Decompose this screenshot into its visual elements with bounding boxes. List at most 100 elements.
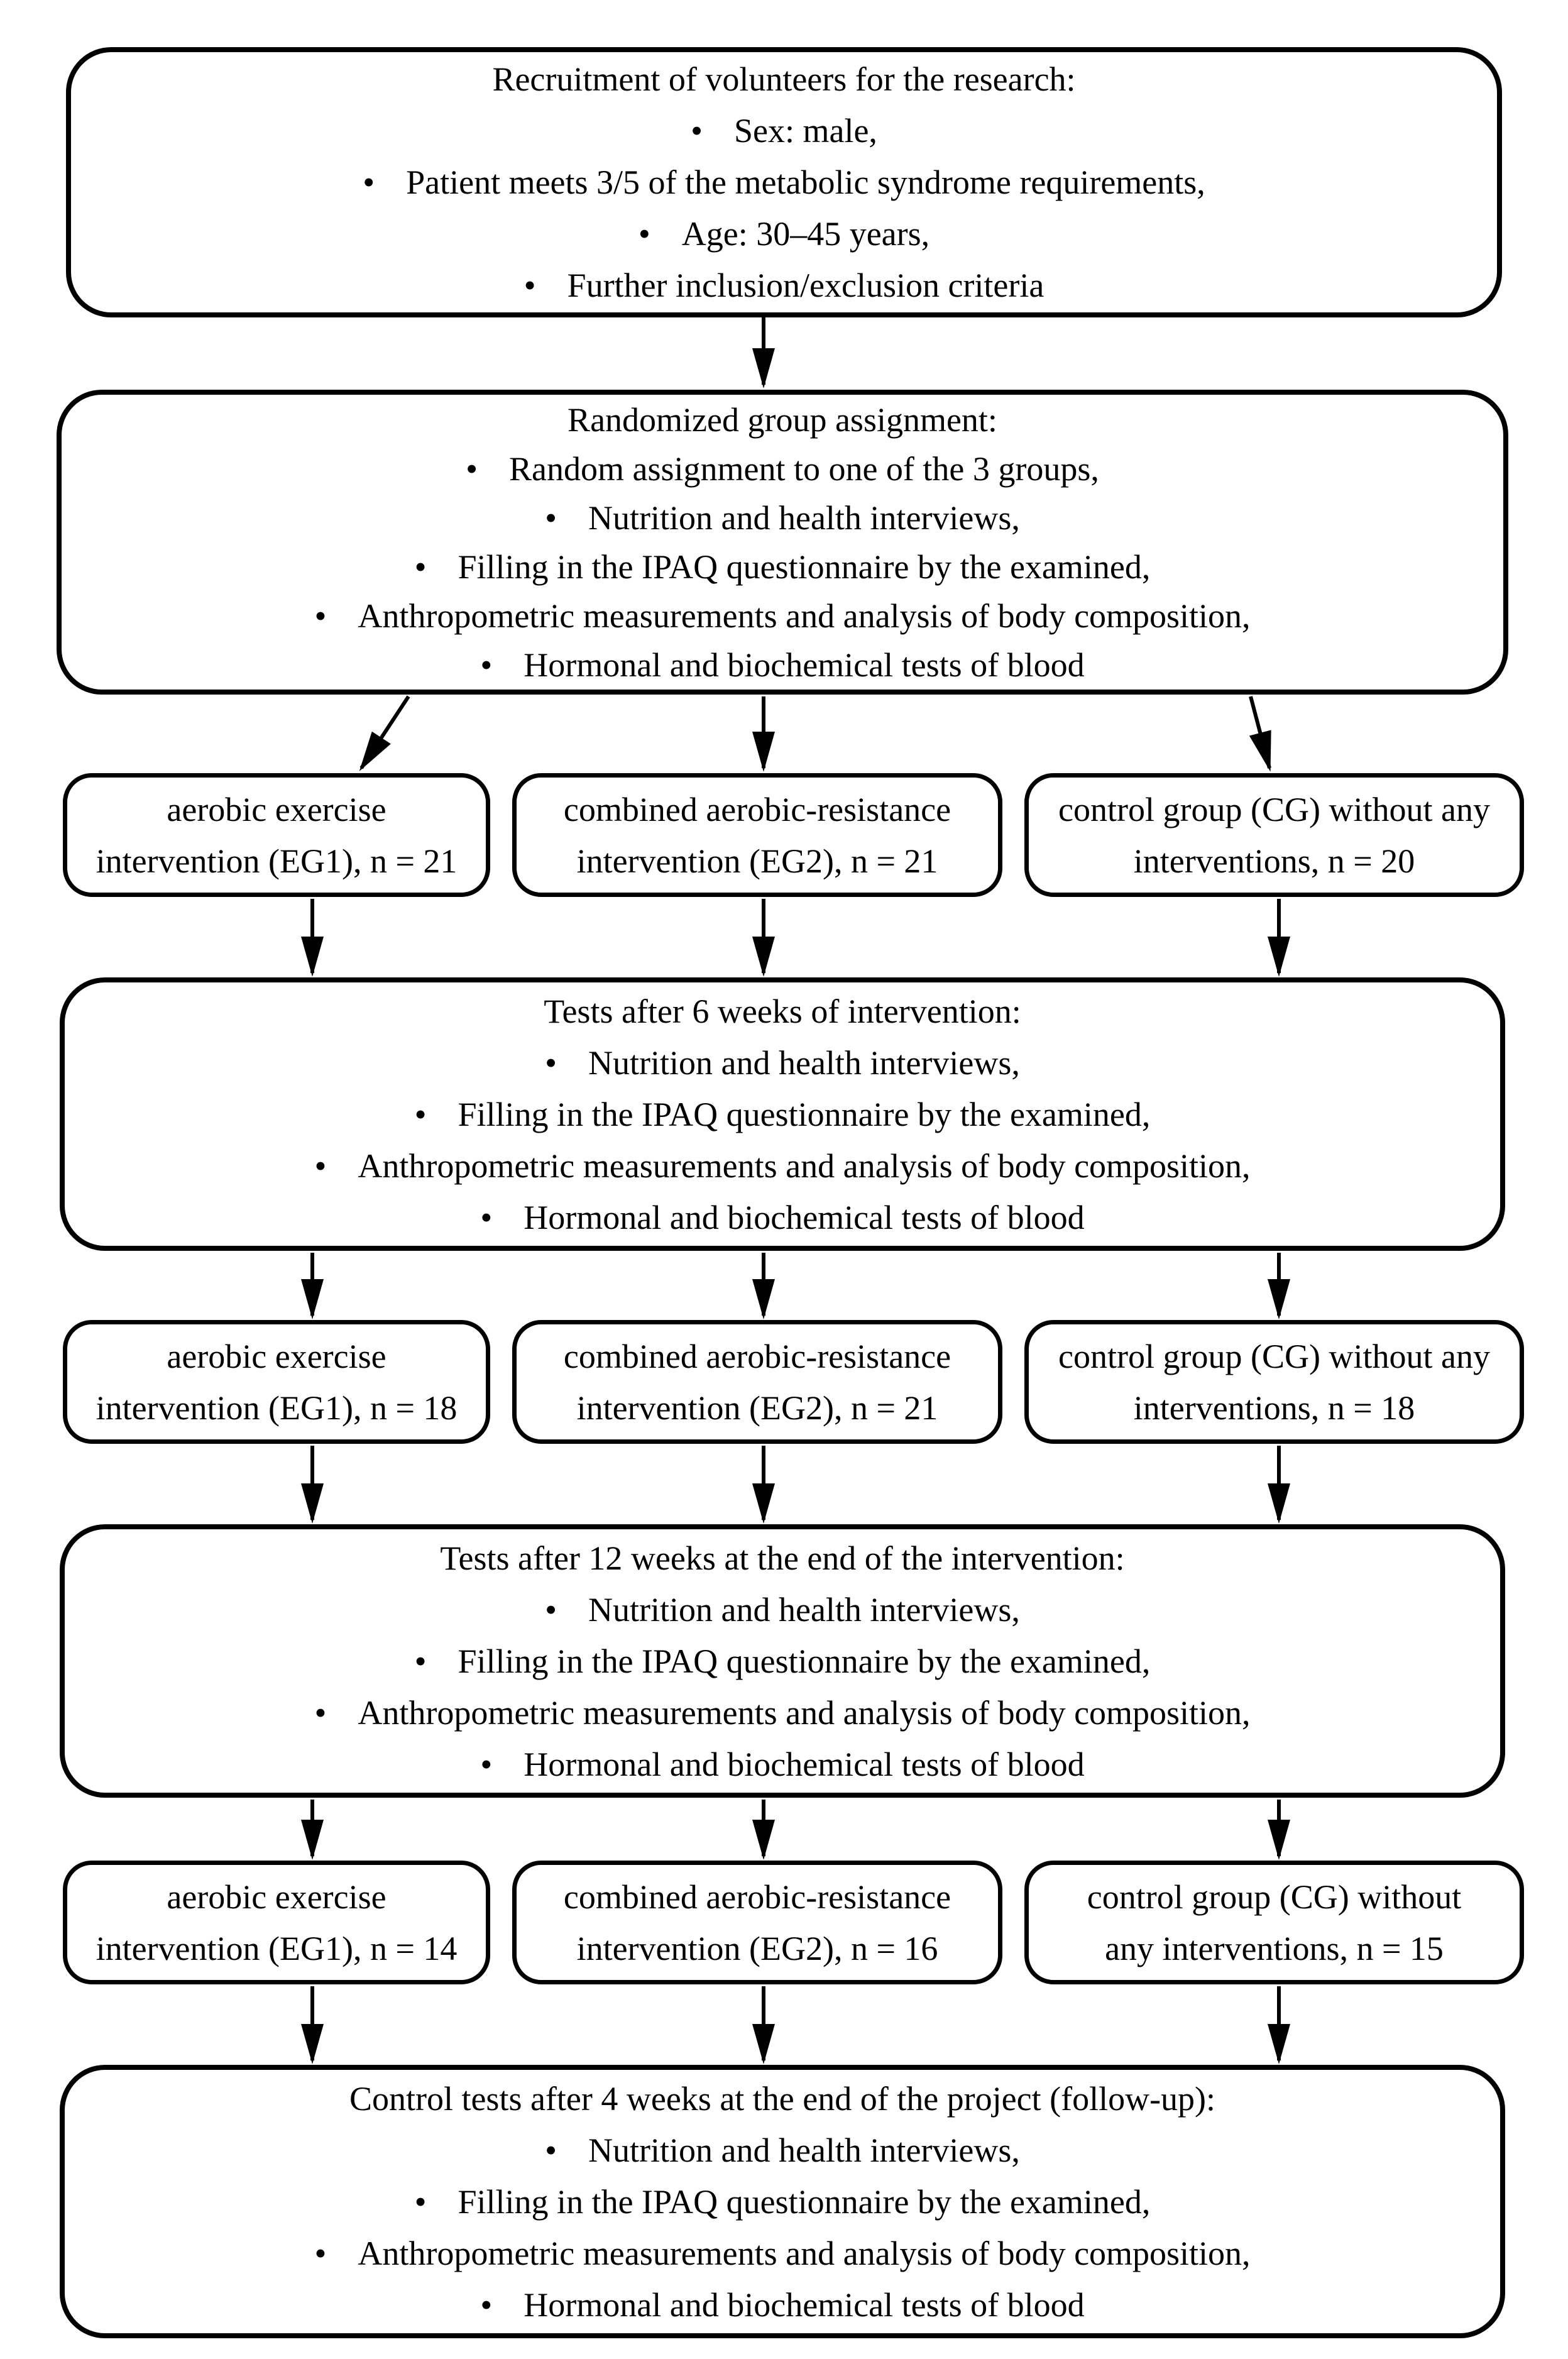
bullet-text: Hormonal and biochemical tests of blood bbox=[524, 1198, 1085, 1236]
group-box-line: aerobic exercise bbox=[167, 1878, 387, 1916]
box-tests-week6: Tests after 6 weeks of intervention: • N… bbox=[60, 977, 1505, 1251]
group-box-eg2-week6: combined aerobic-resistance intervention… bbox=[512, 1320, 1002, 1444]
bullet-dot: • bbox=[314, 1693, 327, 1732]
group-box-line: interventions, n = 18 bbox=[1133, 1388, 1415, 1427]
bullet-dot: • bbox=[480, 1198, 493, 1236]
box-title: Control tests after 4 weeks at the end o… bbox=[349, 2079, 1216, 2118]
group-box-eg1-week12: aerobic exercise intervention (EG1), n =… bbox=[63, 1861, 490, 1984]
bullet-text: Filling in the IPAQ questionnaire by the… bbox=[458, 2182, 1151, 2221]
group-box-line: interventions, n = 20 bbox=[1133, 842, 1415, 880]
bullet-item: • Further inclusion/exclusion criteria bbox=[524, 260, 1044, 311]
bullet-item: • Nutrition and health interviews, bbox=[545, 2125, 1020, 2176]
bullet-item: • Filling in the IPAQ questionnaire by t… bbox=[415, 1089, 1151, 1140]
bullet-dot: • bbox=[414, 1095, 427, 1133]
bullet-dot: • bbox=[314, 2234, 327, 2272]
bullet-dot: • bbox=[314, 1147, 327, 1185]
connector-arrow bbox=[1249, 696, 1271, 772]
bullet-item: • Sex: male, bbox=[691, 105, 877, 157]
bullet-item: • Filling in the IPAQ questionnaire by t… bbox=[415, 542, 1151, 591]
bullet-text: Filling in the IPAQ questionnaire by the… bbox=[458, 547, 1151, 586]
bullet-text: Age: 30–45 years, bbox=[681, 215, 930, 253]
bullet-text: Anthropometric measurements and analysis… bbox=[358, 2234, 1251, 2272]
bullet-text: Hormonal and biochemical tests of blood bbox=[524, 2285, 1085, 2324]
bullet-text: Random assignment to one of the 3 groups… bbox=[509, 449, 1099, 488]
bullet-dot: • bbox=[414, 547, 427, 586]
bullet-item: • Nutrition and health interviews, bbox=[545, 1584, 1020, 1636]
bullet-item: • Random assignment to one of the 3 grou… bbox=[466, 444, 1099, 493]
bullet-text: Anthropometric measurements and analysis… bbox=[358, 597, 1251, 635]
bullet-text: Nutrition and health interviews, bbox=[588, 1590, 1020, 1629]
group-box-line: combined aerobic-resistance bbox=[563, 1337, 951, 1375]
group-box-line: aerobic exercise bbox=[167, 1337, 387, 1375]
bullet-dot: • bbox=[480, 646, 493, 684]
bullet-dot: • bbox=[480, 1745, 493, 1783]
bullet-dot: • bbox=[480, 2285, 493, 2324]
group-box-line: combined aerobic-resistance bbox=[563, 790, 951, 828]
bullet-dot: • bbox=[545, 1043, 557, 1082]
box-title: Randomized group assignment: bbox=[567, 400, 997, 439]
bullet-item: • Anthropometric measurements and analys… bbox=[314, 591, 1250, 641]
bullet-text: Hormonal and biochemical tests of blood bbox=[524, 1745, 1085, 1783]
bullet-item: • Nutrition and health interviews, bbox=[545, 493, 1020, 542]
group-box-line: aerobic exercise bbox=[167, 790, 387, 828]
bullet-text: Anthropometric measurements and analysis… bbox=[358, 1147, 1251, 1185]
group-box-eg2-baseline: combined aerobic-resistance intervention… bbox=[512, 773, 1002, 897]
bullet-item: • Hormonal and biochemical tests of bloo… bbox=[480, 1739, 1084, 1790]
group-box-line: control group (CG) without any bbox=[1058, 1337, 1490, 1375]
bullet-text: Nutrition and health interviews, bbox=[588, 1043, 1020, 1082]
bullet-item: • Hormonal and biochemical tests of bloo… bbox=[480, 1192, 1084, 1243]
box-followup: Control tests after 4 weeks at the end o… bbox=[60, 2065, 1505, 2338]
bullet-dot: • bbox=[314, 597, 327, 635]
bullet-text: Nutrition and health interviews, bbox=[588, 2131, 1020, 2169]
group-box-eg1-week6: aerobic exercise intervention (EG1), n =… bbox=[63, 1320, 490, 1444]
bullet-dot: • bbox=[524, 267, 536, 304]
bullet-dot: • bbox=[545, 2131, 557, 2169]
bullet-text: Further inclusion/exclusion criteria bbox=[567, 267, 1044, 304]
group-box-line: control group (CG) without any bbox=[1058, 790, 1490, 828]
group-box-line: intervention (EG2), n = 21 bbox=[576, 1388, 938, 1427]
box-title: Recruitment of volunteers for the resear… bbox=[492, 60, 1076, 98]
bullet-dot: • bbox=[363, 163, 375, 201]
bullet-item: • Anthropometric measurements and analys… bbox=[314, 1140, 1250, 1192]
box-title: Tests after 12 weeks at the end of the i… bbox=[440, 1539, 1125, 1577]
group-box-line: intervention (EG1), n = 14 bbox=[96, 1929, 458, 1967]
bullet-dot: • bbox=[638, 215, 650, 253]
bullet-text: Patient meets 3/5 of the metabolic syndr… bbox=[406, 163, 1205, 201]
group-box-line: combined aerobic-resistance bbox=[563, 1878, 951, 1916]
group-box-eg2-week12: combined aerobic-resistance intervention… bbox=[512, 1861, 1002, 1984]
bullet-text: Nutrition and health interviews, bbox=[588, 498, 1020, 537]
bullet-dot: • bbox=[466, 449, 478, 488]
group-box-line: intervention (EG2), n = 21 bbox=[576, 842, 938, 880]
box-title: Tests after 6 weeks of intervention: bbox=[544, 992, 1021, 1030]
box-recruitment: Recruitment of volunteers for the resear… bbox=[66, 47, 1502, 317]
bullet-text: Filling in the IPAQ questionnaire by the… bbox=[458, 1642, 1151, 1680]
bullet-item: • Nutrition and health interviews, bbox=[545, 1037, 1020, 1089]
box-tests-week12: Tests after 12 weeks at the end of the i… bbox=[60, 1524, 1505, 1798]
group-box-line: control group (CG) without bbox=[1087, 1878, 1462, 1916]
box-randomization: Randomized group assignment: • Random as… bbox=[57, 390, 1508, 695]
group-box-line: intervention (EG1), n = 18 bbox=[96, 1388, 458, 1427]
bullet-text: Sex: male, bbox=[733, 112, 877, 150]
bullet-item: • Hormonal and biochemical tests of bloo… bbox=[480, 2279, 1084, 2331]
bullet-item: • Filling in the IPAQ questionnaire by t… bbox=[415, 2176, 1151, 2228]
bullet-text: Hormonal and biochemical tests of blood bbox=[524, 646, 1085, 684]
bullet-dot: • bbox=[545, 498, 557, 537]
bullet-item: • Patient meets 3/5 of the metabolic syn… bbox=[363, 157, 1205, 208]
connector-arrow bbox=[359, 695, 410, 772]
bullet-dot: • bbox=[691, 112, 703, 150]
group-box-cg-week12: control group (CG) without any intervent… bbox=[1024, 1861, 1524, 1984]
bullet-dot: • bbox=[414, 2182, 427, 2221]
group-box-eg1-baseline: aerobic exercise intervention (EG1), n =… bbox=[63, 773, 490, 897]
bullet-text: Filling in the IPAQ questionnaire by the… bbox=[458, 1095, 1151, 1133]
group-box-line: any interventions, n = 15 bbox=[1105, 1929, 1444, 1967]
bullet-text: Anthropometric measurements and analysis… bbox=[358, 1693, 1251, 1732]
group-box-cg-week6: control group (CG) without any intervent… bbox=[1024, 1320, 1524, 1444]
bullet-item: • Anthropometric measurements and analys… bbox=[314, 1687, 1250, 1739]
group-box-line: intervention (EG2), n = 16 bbox=[576, 1929, 938, 1967]
bullet-dot: • bbox=[545, 1590, 557, 1629]
bullet-item: • Anthropometric measurements and analys… bbox=[314, 2228, 1250, 2279]
bullet-item: • Hormonal and biochemical tests of bloo… bbox=[480, 641, 1084, 690]
bullet-item: • Filling in the IPAQ questionnaire by t… bbox=[415, 1636, 1151, 1687]
